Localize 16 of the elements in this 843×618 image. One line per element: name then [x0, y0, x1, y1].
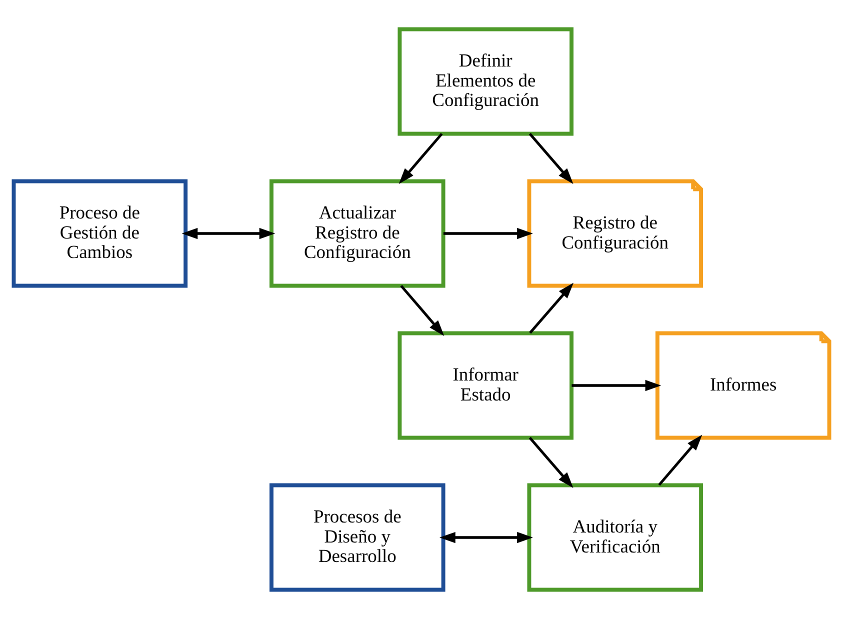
arrow: [443, 227, 533, 239]
node-box: Informar Estado: [398, 330, 574, 440]
arrow: [182, 227, 276, 239]
node-box: Procesos de Diseño y Desarrollo: [270, 482, 446, 592]
node-box: Proceso de Gestión de Cambios: [12, 178, 188, 288]
arrow: [658, 434, 702, 486]
arrow: [528, 436, 574, 488]
arrow: [572, 379, 662, 391]
node-box: Actualizar Registro de Configuración: [270, 178, 446, 288]
arrow: [398, 132, 443, 184]
arrow: [400, 284, 444, 336]
node-box: Definir Elementos de Configuración: [398, 26, 574, 136]
arrow: [529, 282, 574, 334]
arrow: [528, 132, 574, 184]
arrow: [439, 531, 533, 543]
node-box: Auditoría y Verificación: [527, 482, 704, 592]
